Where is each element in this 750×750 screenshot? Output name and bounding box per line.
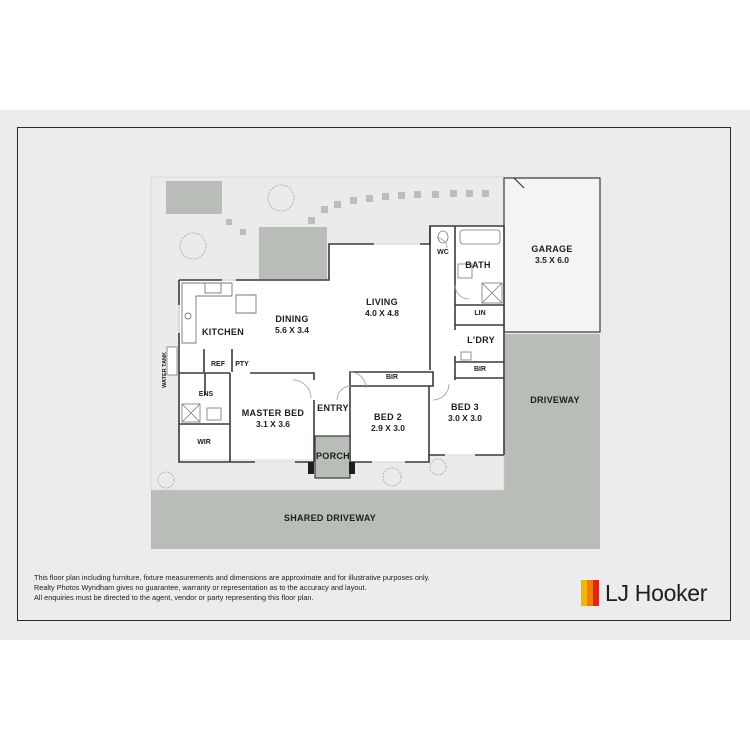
shared-driveway-label: SHARED DRIVEWAY xyxy=(275,513,385,524)
shower xyxy=(481,282,503,304)
room-dimensions: 3.1 X 3.6 xyxy=(255,419,291,430)
shrub xyxy=(429,458,447,476)
room-name: ENTRY xyxy=(317,403,349,413)
porch-post-left xyxy=(308,462,314,474)
area-name: SHARED DRIVEWAY xyxy=(283,513,377,523)
master-bed-label: MASTER BED 3.1 X 3.6 xyxy=(236,408,310,430)
lin-label: LIN xyxy=(474,310,486,317)
bir-bed2-label: BIR xyxy=(385,374,399,381)
disclaimer: This floor plan including furniture, fix… xyxy=(34,573,554,603)
room-name: BED 3 xyxy=(450,402,479,412)
shrub xyxy=(267,184,295,212)
bath-tub xyxy=(459,229,501,245)
brand-logo: LJ Hooker xyxy=(581,580,707,606)
house-floor xyxy=(179,226,504,462)
brand-bar-red xyxy=(593,580,599,606)
garage-label: GARAGE 3.5 X 6.0 xyxy=(522,244,582,266)
room-dimensions: 2.9 X 3.0 xyxy=(370,423,406,434)
room-name: GARAGE xyxy=(531,244,573,254)
room-dimensions: 3.5 X 6.0 xyxy=(534,255,570,266)
room-name: LIVING xyxy=(366,297,398,307)
alfresco-paving xyxy=(259,227,327,279)
shrub xyxy=(157,471,175,489)
room-name: MASTER BED xyxy=(241,408,305,418)
windows xyxy=(178,243,475,463)
room-name: KITCHEN xyxy=(201,327,245,337)
ens-shower xyxy=(181,403,201,423)
ens-label: ENS xyxy=(198,391,214,398)
room-dimensions: 5.6 X 3.4 xyxy=(274,325,310,336)
ens-vanity xyxy=(206,407,222,421)
bir-bed3-label: BIR xyxy=(473,366,487,373)
bath-label: BATH xyxy=(460,260,496,271)
entry-label: ENTRY xyxy=(314,403,352,414)
brand-bar-yellow xyxy=(581,580,587,606)
room-dimensions: 4.0 X 4.8 xyxy=(364,308,400,319)
kitchen-benches xyxy=(181,282,257,344)
wc-label: WC xyxy=(437,249,449,256)
bathroom-fixtures xyxy=(181,229,503,423)
laundry-tub xyxy=(460,351,472,361)
porch-label: PORCH xyxy=(313,451,353,462)
driveway-label: DRIVEWAY xyxy=(525,395,585,406)
brand-name: LJ Hooker xyxy=(605,579,708,606)
room-name: BATH xyxy=(465,260,491,270)
disclaimer-line: All enquiries must be directed to the ag… xyxy=(34,593,314,602)
kitchen-label: KITCHEN xyxy=(198,327,248,338)
plan-frame xyxy=(17,127,731,621)
paving xyxy=(151,334,600,549)
brand-mark-icon xyxy=(581,580,599,606)
porch-post-right xyxy=(349,462,355,474)
shrub xyxy=(179,232,207,260)
room-name: DINING xyxy=(275,314,309,324)
vanity xyxy=(457,263,473,279)
living-label: LIVING 4.0 X 4.8 xyxy=(352,297,412,319)
water-tank xyxy=(166,346,178,376)
wir-label: WIR xyxy=(197,439,211,446)
doors xyxy=(292,237,470,401)
shrub xyxy=(382,467,402,487)
room-dimensions: 3.0 X 3.0 xyxy=(447,413,483,424)
water-tank-label: WATER TANK xyxy=(162,352,168,388)
bed2-label: BED 2 2.9 X 3.0 xyxy=(362,412,414,434)
pty-label: PTY xyxy=(235,361,249,368)
room-name: BED 2 xyxy=(373,412,402,422)
laundry-label: L'DRY xyxy=(463,335,499,346)
toilet-wc xyxy=(437,230,449,244)
disclaimer-line: Realty Photos Wyndham gives no guarantee… xyxy=(34,583,367,592)
ref-label: REF xyxy=(211,361,225,368)
stepping-stones xyxy=(226,190,489,235)
garage-outline xyxy=(503,177,601,333)
area-name: DRIVEWAY xyxy=(530,395,580,405)
disclaimer-line: This floor plan including furniture, fix… xyxy=(34,573,430,582)
room-name: PORCH xyxy=(315,451,350,461)
brand-bar-orange xyxy=(587,580,593,606)
porch xyxy=(314,435,351,479)
shared-driveway-paving xyxy=(151,455,505,549)
bed3-label: BED 3 3.0 X 3.0 xyxy=(438,402,492,424)
garden-bed xyxy=(166,181,222,214)
dining-label: DINING 5.6 X 3.4 xyxy=(260,314,324,336)
room-name: L'DRY xyxy=(467,335,495,345)
